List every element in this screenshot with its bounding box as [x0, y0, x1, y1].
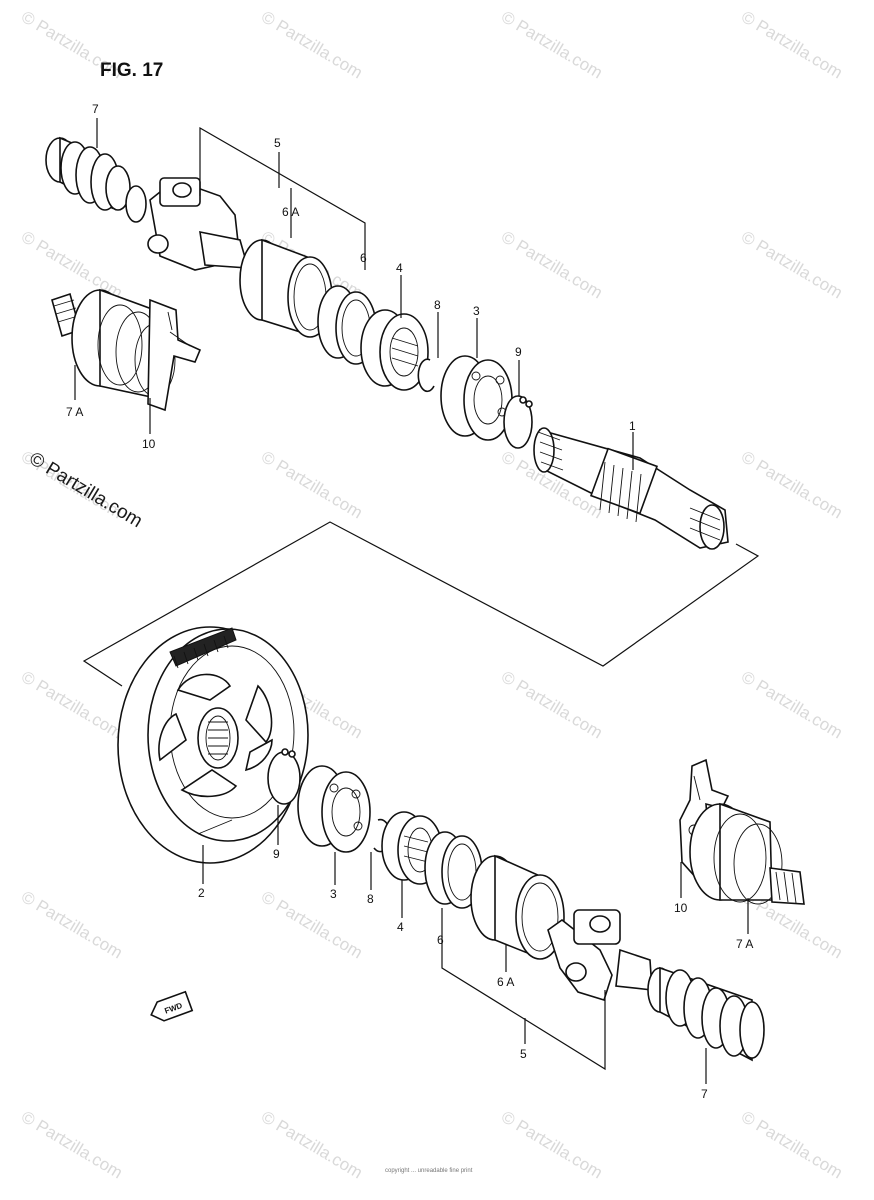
- footer-fine-print: copyright ... unreadable fine print: [385, 1168, 473, 1174]
- boot-7A-lower[interactable]: [689, 802, 805, 905]
- label-8-lower: 8: [367, 892, 374, 906]
- sleeve-6A-upper[interactable]: [239, 238, 333, 338]
- label-3-upper: 3: [473, 304, 480, 318]
- joint-yoke-lower[interactable]: [547, 909, 653, 1001]
- label-7-lower: 7: [701, 1087, 708, 1101]
- label-10-lower: 10: [674, 901, 688, 915]
- joint-yoke-upper[interactable]: [147, 177, 250, 271]
- leader-lines-lower: [202, 805, 749, 1084]
- collar-4-upper[interactable]: [360, 309, 429, 391]
- gear-2[interactable]: [117, 626, 309, 864]
- connection-bracket: [82, 521, 760, 687]
- watermark-text: © Partzilla.com: [738, 447, 846, 522]
- side-watermark: © Partzilla.com: [25, 448, 146, 532]
- bearing-3-lower[interactable]: [297, 765, 371, 853]
- watermark-text: © Partzilla.com: [498, 7, 606, 82]
- label-3-lower: 3: [330, 887, 337, 901]
- label-6-upper: 6: [360, 251, 367, 265]
- watermark-text: © Partzilla.com: [498, 667, 606, 742]
- label-8-upper: 8: [434, 298, 441, 312]
- label-7A-lower: 7 A: [736, 937, 753, 951]
- bracket-10-upper[interactable]: [147, 298, 202, 412]
- label-7A-upper: 7 A: [66, 405, 83, 419]
- label-6A-upper: 6 A: [282, 205, 299, 219]
- sleeve-6A-lower[interactable]: [470, 854, 565, 960]
- watermark-text: © Partzilla.com: [738, 7, 846, 82]
- circlip-8-upper[interactable]: [417, 358, 435, 393]
- watermark-text: © Partzilla.com: [18, 227, 126, 302]
- watermark-text: © Partzilla.com: [18, 1107, 126, 1182]
- label-6A-lower: 6 A: [497, 975, 514, 989]
- fwd-arrow-icon: FWD: [150, 990, 194, 1022]
- snapring-9-lower[interactable]: [267, 748, 301, 805]
- lower-assembly: [117, 626, 805, 1062]
- watermark-text: © Partzilla.com: [258, 1107, 366, 1182]
- label-1: 1: [629, 419, 636, 433]
- label-5-upper: 5: [274, 136, 281, 150]
- watermark-text: © Partzilla.com: [498, 1107, 606, 1182]
- label-4-lower: 4: [397, 920, 404, 934]
- label-7-upper: 7: [92, 102, 99, 116]
- watermark-text: © Partzilla.com: [738, 1107, 846, 1182]
- label-5-lower: 5: [520, 1047, 527, 1061]
- label-9-upper: 9: [515, 345, 522, 359]
- label-10-upper: 10: [142, 437, 156, 451]
- boot-7-lower[interactable]: [647, 966, 765, 1062]
- leader-lines-upper: [74, 118, 634, 470]
- watermark-text: © Partzilla.com: [258, 887, 366, 962]
- snapring-9-upper[interactable]: [503, 395, 533, 449]
- label-4-upper: 4: [396, 261, 403, 275]
- collar-4-lower[interactable]: [381, 811, 443, 885]
- watermark-text: © Partzilla.com: [258, 7, 366, 82]
- boot-7-upper[interactable]: [45, 136, 147, 223]
- label-6-lower: 6: [437, 933, 444, 947]
- watermark-text: © Partzilla.com: [498, 227, 606, 302]
- watermark-text: © Partzilla.com: [18, 887, 126, 962]
- watermark-text: © Partzilla.com: [738, 667, 846, 742]
- figure-title: FIG. 17: [100, 60, 163, 81]
- watermark-text: © Partzilla.com: [258, 447, 366, 522]
- bearing-3-upper[interactable]: [440, 355, 513, 441]
- label-9-lower: 9: [273, 847, 280, 861]
- watermark-text: © Partzilla.com: [738, 227, 846, 302]
- upper-assembly: [45, 136, 729, 550]
- label-2: 2: [198, 886, 205, 900]
